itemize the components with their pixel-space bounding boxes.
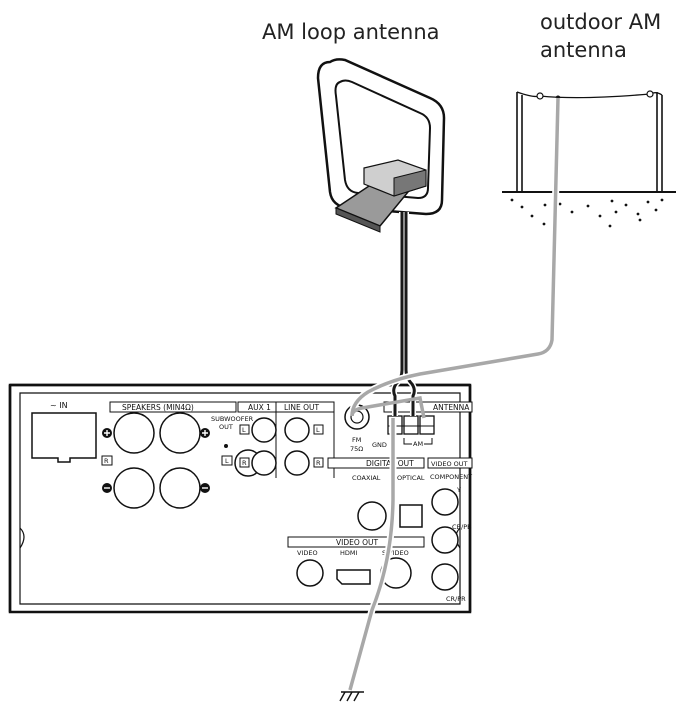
aux1-l-label: L (242, 426, 246, 434)
speaker-l-label: L (225, 457, 229, 465)
ground-symbol-icon (339, 691, 364, 702)
outdoor-am-antenna-label-line1: outdoor AM (540, 10, 661, 34)
component-cb-jack[interactable] (431, 526, 459, 554)
speaker-terminal-top-left[interactable] (113, 412, 155, 454)
subwoofer-label-line1: SUBWOOFER (211, 415, 254, 423)
am-label: AM (413, 440, 423, 448)
component-y-label: Y (456, 486, 461, 494)
aux1-r-label: R (242, 459, 247, 467)
aux1-label: AUX 1 (248, 403, 271, 412)
line-out-l-jack[interactable] (284, 417, 310, 443)
fm-ohm-label: 75Ω (350, 445, 363, 453)
optical-label: OPTICAL (397, 474, 425, 482)
outdoor-am-antenna-label-line2: antenna (540, 38, 627, 62)
antenna-label: ANTENNA (433, 403, 470, 412)
video-out-bottom-label: VIDEO OUT (336, 538, 379, 547)
component-cb-label: CB/PB (452, 523, 472, 531)
speaker-terminal-bottom-right[interactable] (159, 467, 201, 509)
component-label: COMPONENT (430, 473, 472, 481)
video-label: VIDEO (297, 549, 318, 557)
ground-wire (348, 418, 395, 691)
am-loop-antenna-wire (390, 212, 418, 416)
video-jack[interactable] (296, 559, 324, 587)
speaker-terminal-bottom-left[interactable] (113, 467, 155, 509)
optical-jack[interactable] (399, 504, 423, 528)
line-out-r-jack[interactable] (284, 450, 310, 476)
gnd-label: GND (372, 441, 387, 449)
am-terminal-1[interactable] (403, 415, 419, 435)
outdoor-am-antenna-illustration (502, 90, 676, 228)
rear-panel: ~ IN SPEAKERS (MIN4Ω) R L SUBWOOFER OUT … (8, 383, 473, 614)
am-loop-antenna-illustration (316, 58, 446, 233)
line-out-label: LINE OUT (284, 403, 320, 412)
line-out-r-label: R (316, 459, 321, 467)
speakers-label: SPEAKERS (MIN4Ω) (122, 403, 194, 412)
aux1-r-jack[interactable] (251, 450, 277, 476)
subwoofer-label-line2: OUT (219, 423, 233, 431)
coaxial-jack[interactable] (357, 501, 387, 531)
speakers-header-box (109, 401, 237, 413)
s-video-label: S-VIDEO (382, 549, 409, 557)
am-loop-antenna-label: AM loop antenna (262, 20, 440, 44)
outdoor-antenna-wire (350, 97, 560, 417)
hdmi-port[interactable] (336, 569, 371, 585)
speaker-r-label: R (104, 457, 109, 465)
speaker-terminal-top-right[interactable] (159, 412, 201, 454)
coaxial-label: COAXIAL (352, 474, 381, 482)
video-out-right-label: VIDEO OUT (431, 460, 468, 468)
aux1-l-jack[interactable] (251, 417, 277, 443)
fm-label: FM (352, 436, 361, 444)
ac-in-label: ~ IN (50, 401, 68, 410)
am-terminal-2[interactable] (419, 415, 435, 435)
component-cr-label: CR/PR (446, 595, 466, 603)
component-cr-jack[interactable] (431, 563, 459, 591)
component-y-jack[interactable] (431, 488, 459, 516)
line-out-l-label: L (316, 426, 320, 434)
hdmi-label: HDMI (340, 549, 358, 557)
ac-inlet[interactable] (31, 412, 97, 463)
